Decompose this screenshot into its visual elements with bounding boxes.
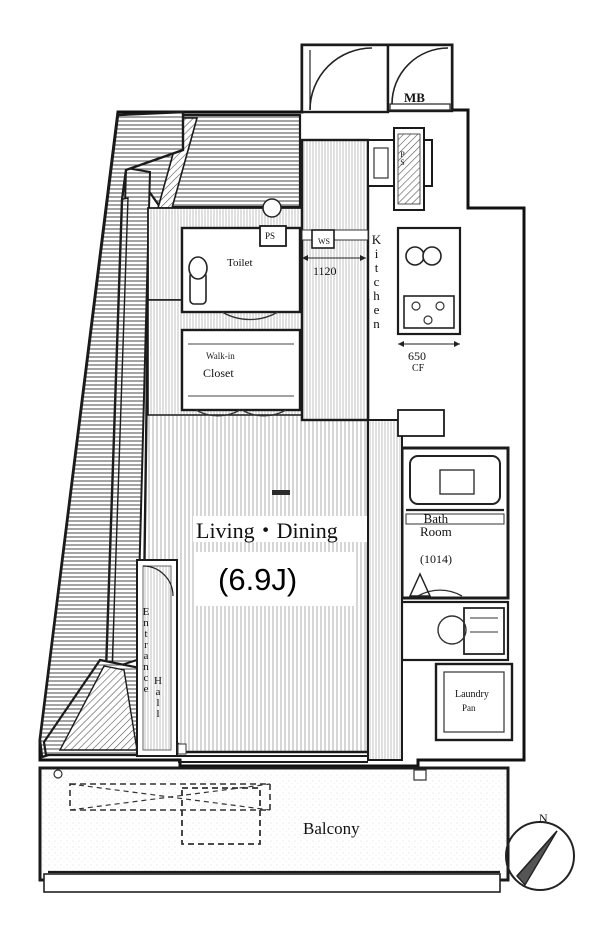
compass-north-label: N	[539, 811, 548, 825]
balcony-label: Balcony	[303, 819, 360, 838]
service-corridor	[367, 409, 445, 761]
bath-room-area	[400, 446, 510, 600]
bath-room-size-label: (1014)	[420, 552, 452, 566]
laundry-label: Laundry	[455, 689, 489, 700]
entry-top-zone	[300, 43, 454, 211]
entry-hall-label: Hall	[152, 675, 164, 719]
toilet-label: Toilet	[227, 257, 253, 269]
closet-sub-label: Walk-in	[206, 351, 235, 361]
kitchen-width-dimension	[302, 255, 366, 261]
bath-room-label: Bath Room	[420, 512, 452, 538]
kitchen-label: Kitchen	[369, 232, 384, 330]
pipe-shaft-markers	[259, 198, 335, 249]
water-shaft-label: WS	[318, 237, 330, 246]
closet-room	[180, 328, 302, 417]
pipe-shaft-label: PS	[265, 231, 276, 241]
living-dining-size-label: (6.9J)	[218, 562, 298, 597]
laundry-sub-label: Pan	[462, 703, 476, 713]
bath-room-label-line2: Room	[420, 524, 452, 539]
entrance-label: Entrance	[140, 606, 152, 694]
kitchen-width-dimension-label: 1120	[313, 264, 337, 278]
balcony-area	[38, 766, 510, 893]
living-dining-label: Living・Dining	[196, 518, 338, 543]
vanity-area	[400, 600, 510, 662]
laundry-area	[434, 662, 514, 742]
sliding-door-south	[178, 755, 368, 763]
compass-rose	[505, 821, 575, 891]
entrance-vestibule	[136, 559, 178, 757]
meter-box-label: MB	[404, 90, 425, 105]
structural-hatch-wall	[38, 110, 302, 759]
kitchen-area	[300, 138, 370, 422]
bath-room-label-line1: Bath	[423, 511, 449, 526]
floor-code-label: CF	[412, 363, 425, 374]
interior-fixture-marks	[177, 490, 290, 755]
closet-label: Closet	[203, 366, 234, 380]
counter-width-dimension-label: 650	[408, 349, 426, 363]
shaft-vertical-label: PS	[398, 150, 407, 166]
